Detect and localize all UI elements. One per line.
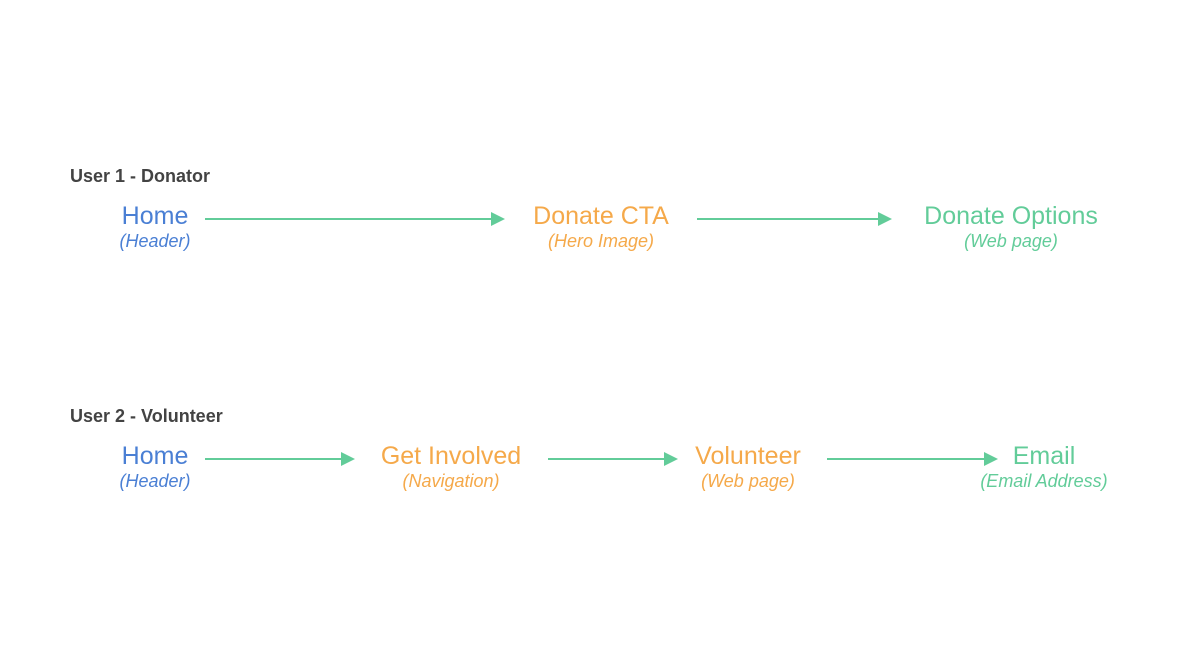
flow1-step-home: Home (Header) — [119, 202, 190, 252]
flow1-arrow-1 — [205, 212, 505, 226]
step-sublabel: (Header) — [119, 471, 191, 491]
step-label: Donate Options — [924, 202, 1098, 230]
step-label: Donate CTA — [533, 202, 669, 230]
step-label: Home — [121, 202, 189, 230]
flow2-step-get-involved: Get Involved (Navigation) — [381, 442, 521, 492]
flow2-arrow-3 — [827, 452, 998, 466]
step-sublabel: (Header) — [119, 231, 191, 251]
flow1-step-donate-cta: Donate CTA (Hero Image) — [533, 202, 669, 252]
step-sublabel: (Web page) — [964, 231, 1058, 251]
step-label: Volunteer — [695, 442, 801, 470]
flow2-step-email: Email (Email Address) — [980, 442, 1107, 492]
flow-title-donator: User 1 - Donator — [70, 166, 211, 186]
flow2-step-home: Home (Header) — [119, 442, 190, 492]
step-sublabel: (Email Address) — [980, 471, 1108, 491]
flow2-step-volunteer: Volunteer (Web page) — [695, 442, 801, 492]
step-label: Home — [121, 442, 189, 470]
flow2-arrow-1 — [205, 452, 355, 466]
flow-title-volunteer: User 2 - Volunteer — [70, 406, 223, 426]
step-sublabel: (Navigation) — [402, 471, 500, 491]
step-sublabel: (Hero Image) — [547, 231, 655, 251]
flow2-arrow-2 — [548, 452, 678, 466]
flow1-step-donate-options: Donate Options (Web page) — [924, 202, 1098, 252]
step-sublabel: (Web page) — [701, 471, 795, 491]
flow1-arrow-2 — [697, 212, 892, 226]
step-label: Get Involved — [380, 442, 522, 470]
step-label: Email — [1012, 442, 1076, 470]
